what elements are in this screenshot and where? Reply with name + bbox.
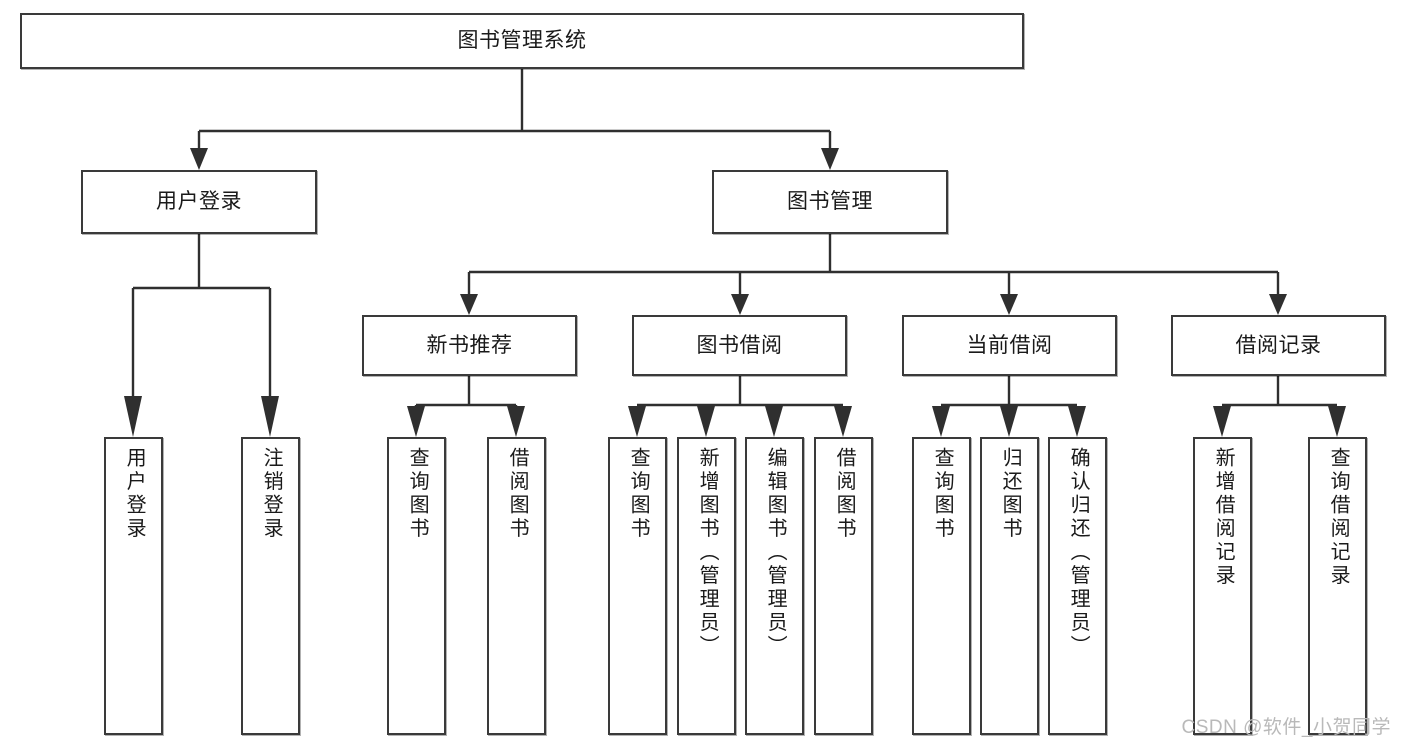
leaf-new-book-query[interactable]: 查询图书: [387, 437, 446, 735]
leaf-new-book-query-label: 查询图书: [406, 447, 429, 541]
arrowhead-book-borrow-leaf2: [697, 406, 715, 437]
arrowhead-new-book-leaf1: [407, 406, 425, 437]
node-root[interactable]: 图书管理系统: [20, 13, 1024, 69]
csdn-watermark: CSDN @软件_小贺同学: [1181, 717, 1391, 738]
node-borrow-record-label: 借阅记录: [1235, 333, 1322, 357]
leaf-user-login-login[interactable]: 用户登录: [104, 437, 163, 735]
node-borrow-record[interactable]: 借阅记录: [1171, 315, 1386, 376]
node-book-borrow[interactable]: 图书借阅: [632, 315, 847, 376]
leaf-borrow-record-query[interactable]: 查询借阅记录: [1308, 437, 1367, 735]
leaf-book-borrow-query[interactable]: 查询图书: [608, 437, 667, 735]
node-user-login-label: 用户登录: [156, 190, 242, 214]
leaf-book-borrow-borrow-label: 借阅图书: [833, 447, 856, 541]
arrowhead-book-manage: [821, 148, 839, 170]
arrowhead-current-borrow: [1000, 294, 1018, 315]
arrowhead-book-borrow: [731, 294, 749, 315]
leaf-current-borrow-query-label: 查询图书: [931, 447, 954, 541]
node-book-manage-label: 图书管理: [787, 190, 873, 214]
leaf-book-borrow-query-label: 查询图书: [627, 447, 650, 541]
leaf-current-borrow-confirm-label: 确认归还（管理员）: [1067, 447, 1090, 659]
arrowhead-book-borrow-leaf3: [765, 406, 783, 437]
arrowhead-new-book-leaf2: [507, 406, 525, 437]
leaf-current-borrow-query[interactable]: 查询图书: [912, 437, 971, 735]
node-book-borrow-label: 图书借阅: [696, 333, 783, 357]
arrowhead-user-login: [190, 148, 208, 170]
arrowhead-borrow-record-leaf1: [1213, 406, 1231, 437]
arrowhead-book-borrow-leaf1: [628, 406, 646, 437]
arrowhead-new-book: [460, 294, 478, 315]
leaf-book-borrow-edit[interactable]: 编辑图书（管理员）: [745, 437, 804, 735]
leaf-new-book-borrow-label: 借阅图书: [506, 447, 529, 541]
leaf-book-borrow-add-label: 新增图书（管理员）: [696, 447, 719, 659]
node-current-borrow[interactable]: 当前借阅: [902, 315, 1117, 376]
leaf-current-borrow-return-label: 归还图书: [999, 447, 1022, 541]
leaf-book-borrow-edit-label: 编辑图书（管理员）: [764, 447, 787, 659]
arrowhead-current-borrow-leaf1: [932, 406, 950, 437]
leaf-borrow-record-add-label: 新增借阅记录: [1212, 447, 1235, 588]
leaf-user-login-logout[interactable]: 注销登录: [241, 437, 300, 735]
arrowhead-current-borrow-leaf2: [1000, 406, 1018, 437]
arrowhead-borrow-record: [1269, 294, 1287, 315]
node-book-manage[interactable]: 图书管理: [712, 170, 948, 234]
leaf-current-borrow-confirm[interactable]: 确认归还（管理员）: [1048, 437, 1107, 735]
node-root-label: 图书管理系统: [457, 29, 587, 53]
arrowhead-user-login-leaf1: [124, 396, 142, 437]
leaf-user-login-logout-label: 注销登录: [260, 447, 283, 541]
arrowhead-borrow-record-leaf2: [1328, 406, 1346, 437]
arrowhead-book-borrow-leaf4: [834, 406, 852, 437]
leaf-new-book-borrow[interactable]: 借阅图书: [487, 437, 546, 735]
arrowhead-current-borrow-leaf3: [1068, 406, 1086, 437]
node-user-login[interactable]: 用户登录: [81, 170, 317, 234]
leaf-user-login-login-label: 用户登录: [123, 447, 146, 541]
node-new-book-recommend[interactable]: 新书推荐: [362, 315, 577, 376]
node-new-book-recommend-label: 新书推荐: [426, 333, 513, 357]
leaf-borrow-record-query-label: 查询借阅记录: [1327, 447, 1350, 588]
leaf-book-borrow-borrow[interactable]: 借阅图书: [814, 437, 873, 735]
leaf-book-borrow-add[interactable]: 新增图书（管理员）: [677, 437, 736, 735]
leaf-current-borrow-return[interactable]: 归还图书: [980, 437, 1039, 735]
leaf-borrow-record-add[interactable]: 新增借阅记录: [1193, 437, 1252, 735]
arrowhead-user-login-leaf2: [261, 396, 279, 437]
node-current-borrow-label: 当前借阅: [966, 333, 1053, 357]
